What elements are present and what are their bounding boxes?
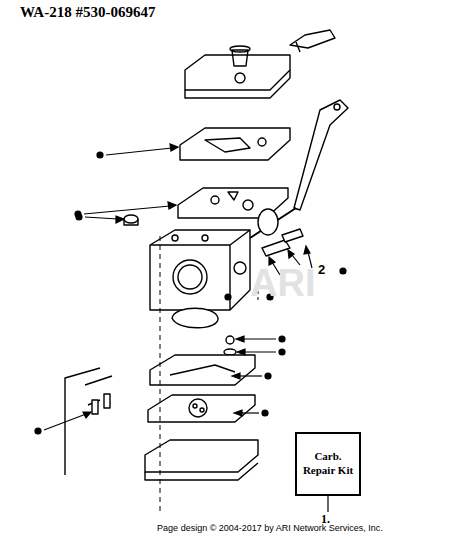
page-credit: Page design © 2004-2017 by ARI Network S… [157, 523, 383, 533]
watermark: ARI [250, 262, 315, 305]
kit-box: Carb. Repair Kit [295, 432, 361, 496]
page-title: WA-218 #530-069647 [20, 4, 155, 21]
callout-number: 2 [318, 262, 325, 277]
kit-label: Carb. Repair Kit [300, 450, 356, 478]
callout-number: 1. [321, 512, 330, 527]
